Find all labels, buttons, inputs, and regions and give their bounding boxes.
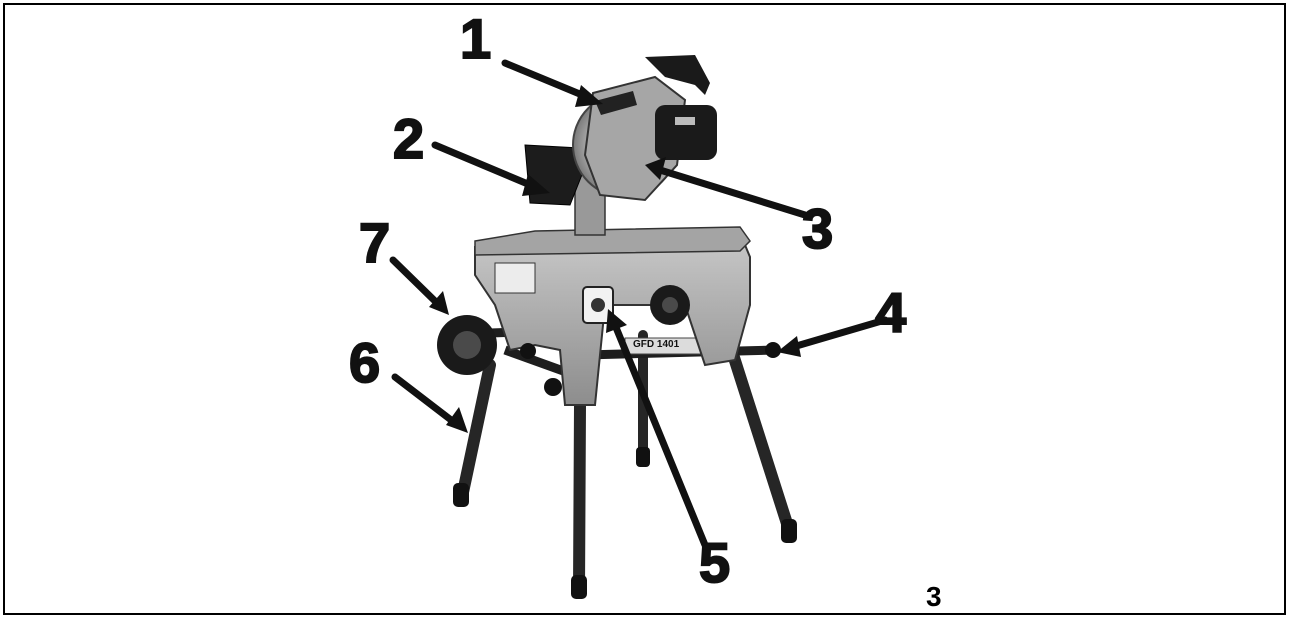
- stand-legs: [456, 330, 796, 596]
- guard-lever: [595, 91, 637, 115]
- callout-6: 6: [348, 331, 381, 394]
- saw-motor: [655, 105, 717, 160]
- callout-4: 4: [874, 281, 907, 344]
- table-body: [474, 226, 751, 406]
- rating-plate: [494, 262, 536, 294]
- callout-5: 5: [698, 531, 731, 594]
- leg-feet: [453, 447, 797, 599]
- leg-front-center: [573, 399, 586, 596]
- leg-right: [724, 339, 796, 539]
- leader-arrows: [389, 59, 889, 549]
- saw-stand-illustration: [389, 55, 889, 599]
- callout-3: 3: [801, 197, 834, 260]
- transport-wheels: [437, 285, 690, 375]
- callout-7: 7: [358, 211, 391, 274]
- page-number: 3: [926, 581, 942, 612]
- mitre-saw: [524, 55, 717, 236]
- saw-handle: [645, 55, 710, 95]
- locking-knobs: [520, 342, 781, 396]
- model-label: GFD 1401: [633, 339, 680, 350]
- callout-2: 2: [392, 107, 425, 170]
- callout-1: 1: [459, 7, 492, 70]
- figure-frame: 1 2 3 4 5 6 7 GFD 1401: [3, 3, 1286, 615]
- leg-front-left: [456, 359, 496, 503]
